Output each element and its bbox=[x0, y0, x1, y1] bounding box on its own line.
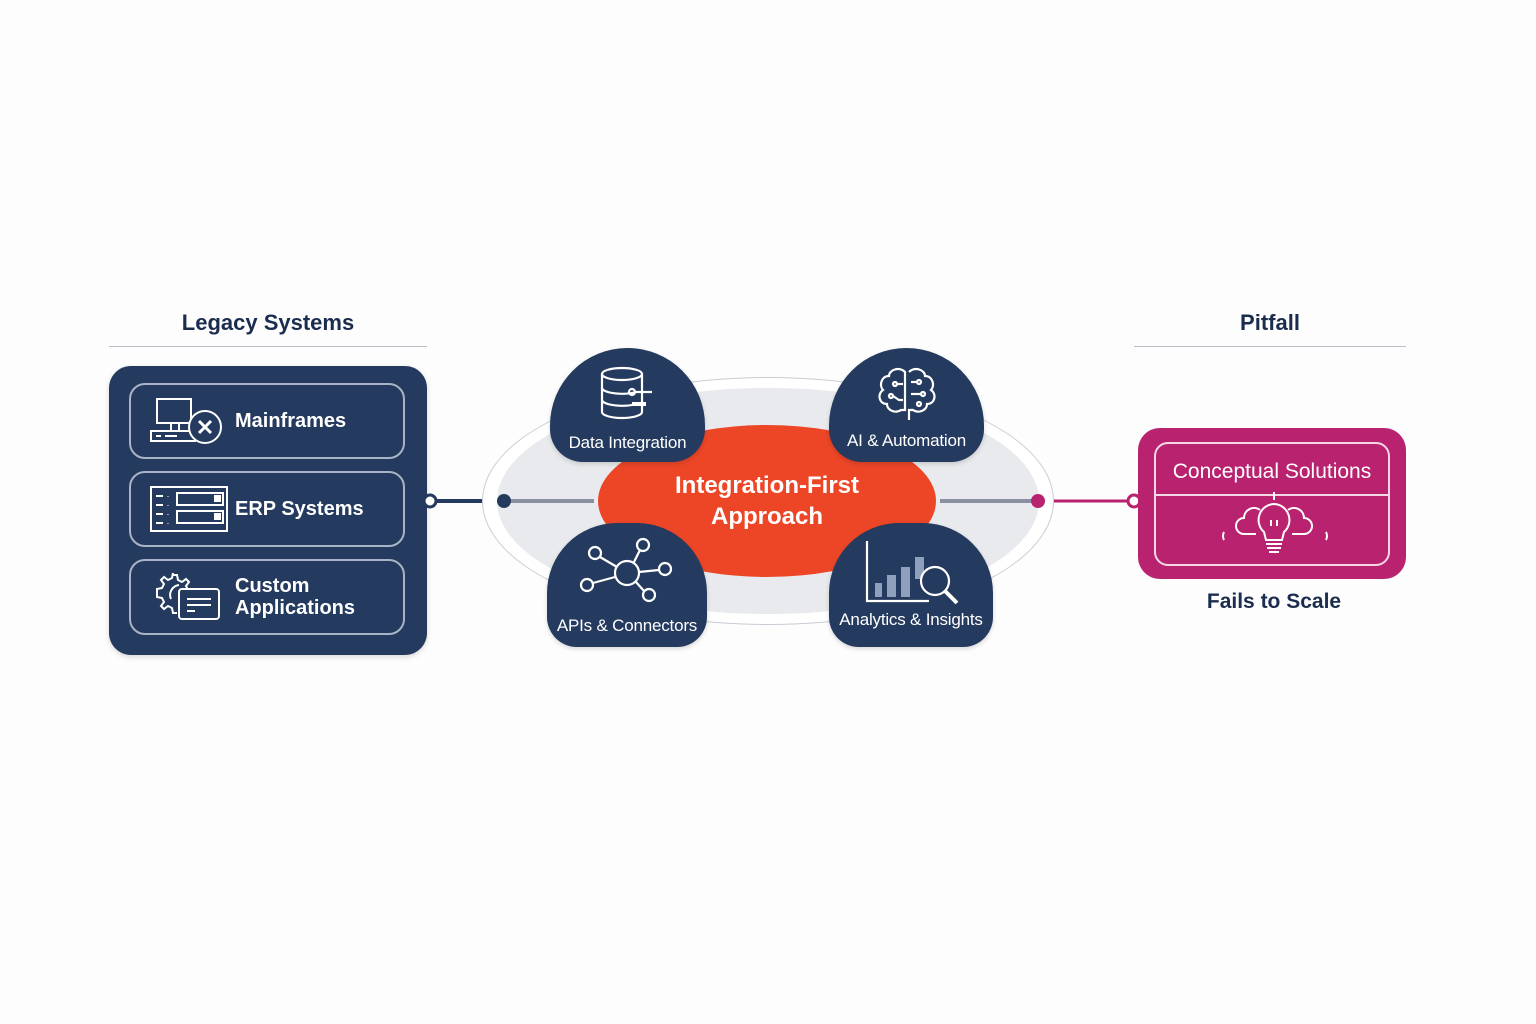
connector-port-left bbox=[422, 493, 438, 509]
pillar-label: AI & Automation bbox=[847, 431, 966, 450]
legacy-item-label: ERP Systems bbox=[235, 498, 364, 520]
chart-magnifier-icon bbox=[861, 541, 961, 608]
pillar-label: Data Integration bbox=[568, 433, 687, 452]
database-icon bbox=[598, 366, 658, 429]
brain-circuit-icon bbox=[875, 364, 939, 429]
legacy-heading: Legacy Systems bbox=[181, 310, 355, 335]
legacy-item-label: Mainframes bbox=[235, 410, 347, 432]
pitfall-heading: Pitfall bbox=[1240, 310, 1300, 335]
pitfall-card[interactable]: Conceptual Solutions bbox=[1138, 428, 1406, 579]
network-nodes-icon bbox=[579, 537, 673, 608]
legacy-item-erp-systems[interactable]: ERP Systems bbox=[129, 471, 405, 547]
pitfall-card-title: Conceptual Solutions bbox=[1172, 460, 1372, 483]
pillar-label: Analytics & Insights bbox=[839, 610, 983, 629]
pillar-data-integration[interactable]: Data Integration bbox=[550, 348, 705, 462]
core-title-line1: Integration-First bbox=[675, 472, 859, 499]
pitfall-card-divider bbox=[1156, 494, 1388, 496]
pillar-apis-connectors[interactable]: APIs & Connectors bbox=[547, 523, 707, 647]
legacy-systems-panel: Mainframes ERP Systems bbox=[109, 366, 427, 655]
legacy-item-custom-applications[interactable]: Custom Applications bbox=[129, 559, 405, 635]
lightbulb-cloud-icon bbox=[1216, 492, 1336, 563]
legacy-item-label: Custom Applications bbox=[235, 575, 356, 619]
gear-window-icon bbox=[149, 567, 229, 627]
core-title-line2: Approach bbox=[710, 503, 823, 530]
pillar-analytics-insights[interactable]: Analytics & Insights bbox=[829, 523, 993, 647]
pillar-label: APIs & Connectors bbox=[556, 616, 698, 635]
mainframe-icon bbox=[149, 391, 229, 451]
pillar-ai-automation[interactable]: AI & Automation bbox=[829, 348, 984, 462]
legacy-heading-divider bbox=[109, 346, 427, 347]
legacy-item-mainframes[interactable]: Mainframes bbox=[129, 383, 405, 459]
pitfall-card-inner: Conceptual Solutions bbox=[1154, 442, 1390, 566]
pitfall-caption: Fails to Scale bbox=[1206, 590, 1342, 613]
pitfall-heading-divider bbox=[1134, 346, 1406, 347]
server-rack-icon bbox=[149, 479, 229, 539]
